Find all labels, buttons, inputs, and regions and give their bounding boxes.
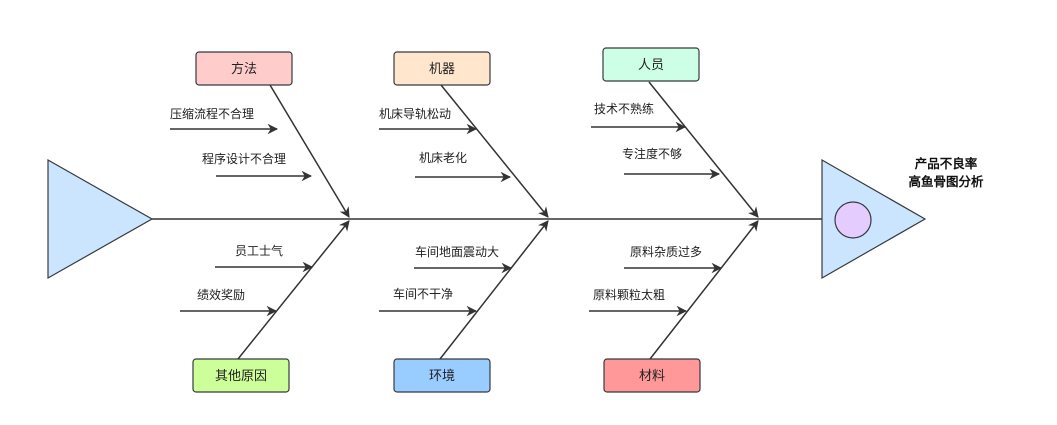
category-box-other bbox=[192, 358, 290, 393]
cause-label-people-2: 专注度不够 bbox=[622, 146, 682, 161]
category-box-material bbox=[603, 358, 701, 393]
cause-label-machine-1: 机床导轨松动 bbox=[379, 107, 451, 121]
cause-label-other-1: 员工士气 bbox=[235, 243, 283, 258]
category-label-people: 人员 bbox=[638, 58, 664, 73]
category-label-environment: 环境 bbox=[429, 369, 455, 384]
environment-bone bbox=[439, 220, 549, 360]
category-label-material: 材料 bbox=[639, 369, 665, 384]
cause-label-machine-2: 机床老化 bbox=[419, 151, 467, 165]
category-label-method: 方法 bbox=[231, 61, 257, 77]
cause-label-material-1: 原料杂质过多 bbox=[630, 245, 702, 259]
title-line-1: 产品不良率 bbox=[915, 156, 978, 171]
cause-label-method-2: 程序设计不合理 bbox=[202, 151, 286, 166]
category-box-method bbox=[195, 51, 293, 86]
cause-label-other-2: 绩效奖励 bbox=[197, 287, 245, 302]
category-label-machine: 机器 bbox=[429, 62, 455, 77]
title-line-2: 高鱼骨图分析 bbox=[908, 174, 984, 189]
material-bone bbox=[649, 220, 759, 360]
fish-eye bbox=[834, 201, 872, 239]
cause-label-environment-1: 车间地面震动大 bbox=[415, 244, 499, 259]
method-bone bbox=[269, 84, 350, 218]
category-box-machine bbox=[393, 51, 491, 86]
category-box-environment bbox=[393, 358, 491, 393]
machine-bone bbox=[440, 84, 549, 218]
people-bone bbox=[648, 81, 759, 218]
cause-label-method-1: 压缩流程不合理 bbox=[170, 106, 254, 121]
cause-label-people-1: 技术不熟练 bbox=[594, 101, 654, 116]
fish-head bbox=[821, 158, 927, 280]
cause-label-environment-2: 车间不干净 bbox=[393, 286, 453, 301]
category-box-people bbox=[602, 47, 700, 82]
other-bone bbox=[237, 220, 350, 360]
fish-tail bbox=[47, 158, 154, 280]
cause-label-material-2: 原料颗粒太粗 bbox=[593, 287, 665, 302]
category-label-other: 其他原因 bbox=[215, 369, 267, 384]
